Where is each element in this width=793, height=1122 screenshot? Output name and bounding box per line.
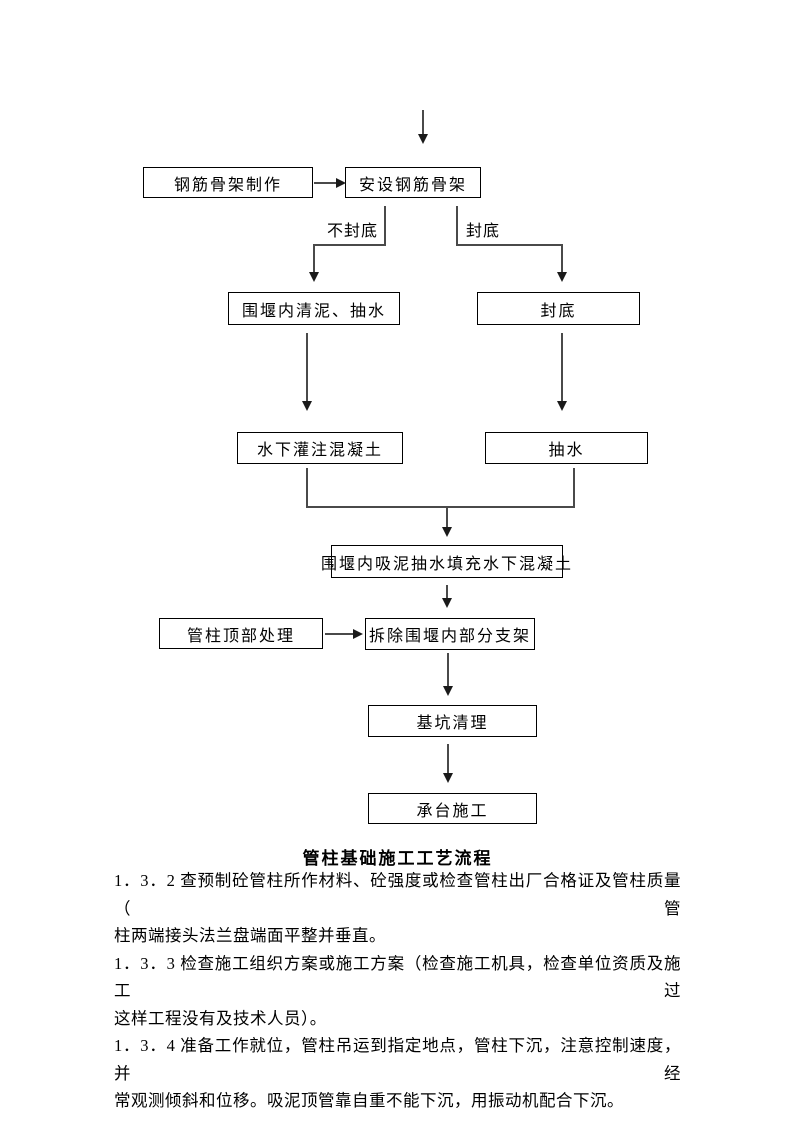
flow-node-fill-underwater-concrete: 围堰内吸泥抽水填充水下混凝土	[321, 545, 571, 578]
paragraph-line-132-1: 1．3．2 查预制砼管柱所作材料、砼强度或检查管柱出厂合格证及管柱质量（管	[114, 871, 681, 918]
flow-line-branch-right-h	[456, 244, 563, 246]
flow-line-merge-right	[573, 468, 575, 507]
flow-node-install-steel-frame: 安设钢筋骨架	[345, 167, 481, 198]
flow-node-label: 钢筋骨架制作	[173, 176, 282, 194]
arrow-down-icon	[302, 401, 312, 411]
paragraph-line-133-2: 这样工程没有及技术人员）。	[114, 1008, 327, 1028]
flowchart-caption: 管柱基础施工工艺流程	[302, 849, 493, 868]
arrow-down-icon	[442, 527, 452, 537]
flow-line-branch-left-v	[313, 244, 315, 273]
flow-node-seal-bottom: 封底	[477, 292, 640, 325]
arrow-down-icon	[309, 272, 319, 282]
flow-node-pit-cleanup: 基坑清理	[368, 705, 537, 737]
flow-line-merge-drop	[446, 506, 448, 528]
flow-line-top-treatment-to-remove	[325, 633, 353, 635]
flow-line-entry	[422, 110, 424, 136]
arrow-down-icon	[557, 272, 567, 282]
arrow-down-icon	[418, 134, 428, 144]
flow-line-fill-to-remove	[446, 585, 448, 599]
flow-node-label: 抽水	[548, 442, 585, 459]
paragraph-line-134-1: 1．3．4 准备工作就位，管柱吊运到指定地点，管柱下沉，注意控制速度，并经	[114, 1036, 681, 1083]
arrow-down-icon	[443, 686, 453, 696]
flow-line-branch-right-v	[561, 244, 563, 273]
flow-line-fab-to-install	[314, 182, 337, 184]
flow-node-label: 围堰内吸泥抽水填充水下混凝土	[321, 555, 574, 573]
flow-node-label: 围堰内清泥、抽水	[241, 302, 386, 320]
flow-node-pile-cap-construction: 承台施工	[368, 793, 537, 824]
flow-node-pump-water: 抽水	[485, 432, 648, 464]
flow-node-label: 封底	[540, 302, 577, 320]
branch-label-seal: 封底	[466, 223, 501, 240]
flow-node-underwater-concrete-pour: 水下灌注混凝土	[237, 432, 403, 464]
flow-node-label: 水下灌注混凝土	[256, 442, 383, 459]
arrow-down-icon	[443, 773, 453, 783]
arrow-right-icon	[336, 178, 346, 188]
arrow-down-icon	[442, 598, 452, 608]
paragraph-line-133-1: 1．3．3 检查施工组织方案或施工方案（检查施工机具，检查单位资质及施工过	[114, 953, 681, 1001]
flow-node-pipe-column-top-treatment: 管柱顶部处理	[159, 618, 323, 649]
flow-line-branch-right-stem	[456, 206, 458, 245]
arrow-right-icon	[353, 629, 363, 639]
flow-node-label: 拆除围堰内部分支架	[368, 628, 531, 645]
flow-node-clean-mud-pump-water: 围堰内清泥、抽水	[228, 292, 400, 325]
paragraph-line-132-2: 柱两端接头法兰盘端面平整并垂直。	[114, 926, 386, 945]
flow-line-clean-to-pour	[306, 333, 308, 403]
body-text: 1．3．2 查预制砼管柱所作材料、砼强度或检查管柱出厂合格证及管柱质量（管 柱两…	[114, 867, 681, 1115]
paragraph-line-134-2: 常观测倾斜和位移。吸泥顶管靠自重不能下沉，用振动机配合下沉。	[114, 1091, 624, 1110]
flow-line-merge-left	[306, 468, 308, 507]
flow-node-label: 管柱顶部处理	[186, 627, 295, 645]
flow-node-steel-frame-fab: 钢筋骨架制作	[143, 167, 313, 198]
flow-node-label: 承台施工	[416, 802, 489, 820]
branch-label-no-seal: 不封底	[327, 223, 379, 240]
flow-line-pit-to-pilecap	[447, 744, 449, 774]
flow-line-branch-left-stem	[384, 206, 386, 245]
flow-line-merge-horizontal	[306, 506, 575, 508]
arrow-down-icon	[557, 401, 567, 411]
flow-node-label: 安设钢筋骨架	[358, 176, 467, 194]
flow-node-remove-cofferdam-supports: 拆除围堰内部分支架	[365, 618, 535, 650]
flow-line-seal-to-pump	[561, 333, 563, 403]
flow-line-branch-left-h	[313, 244, 386, 246]
flow-line-remove-to-pit	[447, 653, 449, 687]
flow-node-label: 基坑清理	[416, 715, 489, 732]
